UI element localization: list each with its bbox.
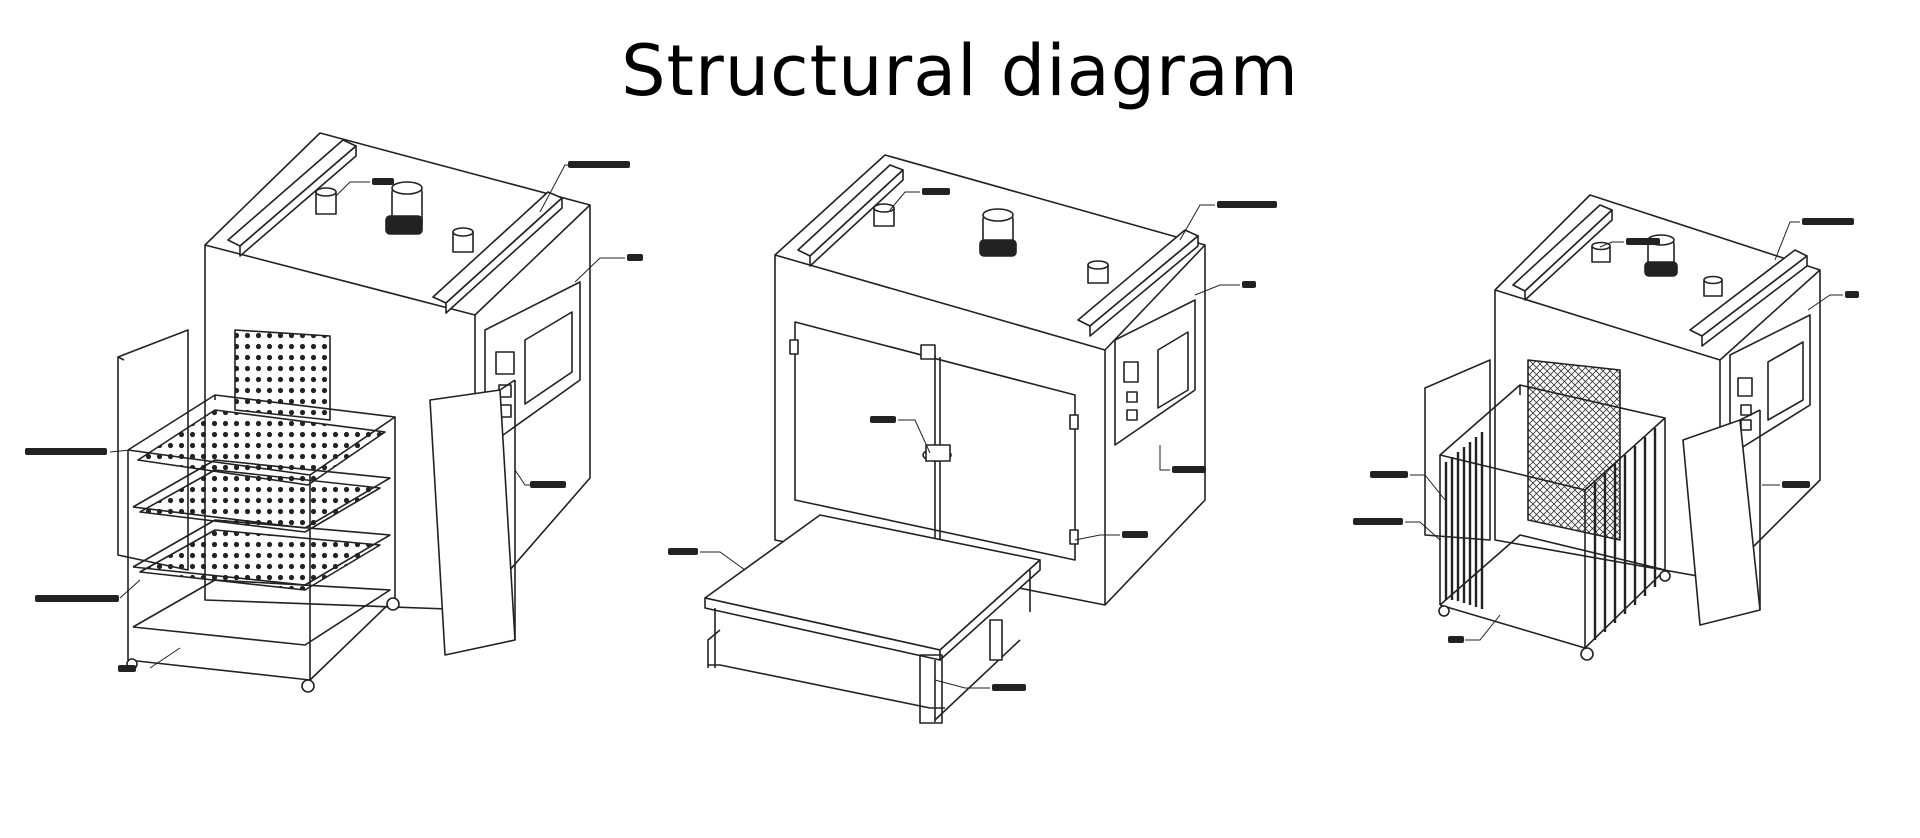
page-title: Structural diagram [621, 30, 1299, 112]
callout-marker-cart-caster [118, 665, 136, 672]
air-duct [228, 140, 562, 313]
loading-platform [705, 515, 1040, 660]
right-door [430, 380, 515, 655]
control-panel [1115, 300, 1195, 445]
tray-cart [128, 395, 395, 680]
callout-marker-air-duct [1217, 201, 1277, 208]
oven-with-loading-platform [705, 155, 1205, 723]
circulation-fan-motor [1645, 235, 1677, 276]
control-panel [1730, 315, 1810, 455]
callout-marker-control-panel [1845, 291, 1859, 298]
callout-marker-rack-cart [1370, 471, 1408, 478]
platform-frame [708, 570, 1030, 723]
callout-marker-tray-cart [35, 595, 119, 602]
callout-marker-control-panel [627, 254, 643, 261]
air-duct [1513, 205, 1807, 346]
circulation-fan-motor [386, 182, 422, 234]
callout-marker-door-handle [1122, 531, 1148, 538]
oven-with-perforated-tray-cart [118, 133, 590, 692]
right-door [1683, 410, 1760, 625]
callout-marker-perforated-tray [25, 448, 107, 455]
callout-marker-loading-platform [668, 548, 698, 555]
callout-marker-cart-caster [1448, 636, 1464, 643]
callout-marker-intake-vent [372, 178, 394, 185]
callout-marker-intake-vent [922, 188, 950, 195]
intake-vent [1592, 243, 1722, 297]
intake-vent [316, 188, 473, 252]
callout-marker-door-latch [870, 416, 896, 423]
cart-caster [1439, 571, 1670, 660]
callout-marker-rack-shelves [1353, 518, 1403, 525]
callout-marker-air-duct [1802, 218, 1854, 225]
callout-marker-door-hinge [530, 481, 566, 488]
perforated-back-panel [235, 330, 330, 420]
callout-marker-platform-frame [992, 684, 1026, 691]
callout-marker-control-panel [1242, 281, 1256, 288]
callout-marker-door-hinge [1172, 466, 1206, 473]
callout-marker-door-hinge [1782, 481, 1810, 488]
callout-markers [25, 161, 1859, 691]
callout-marker-air-duct [568, 161, 630, 168]
cart-caster [127, 598, 399, 692]
callout-leaders [110, 165, 1843, 688]
callout-marker-intake-vent [1626, 238, 1660, 245]
oven-with-rack-cart [1425, 195, 1820, 660]
circulation-fan-motor [980, 209, 1016, 256]
intake-vent [874, 204, 1108, 283]
rack-shelves [1446, 428, 1655, 640]
mesh-back-panel [1528, 360, 1620, 540]
air-duct [798, 165, 1198, 336]
